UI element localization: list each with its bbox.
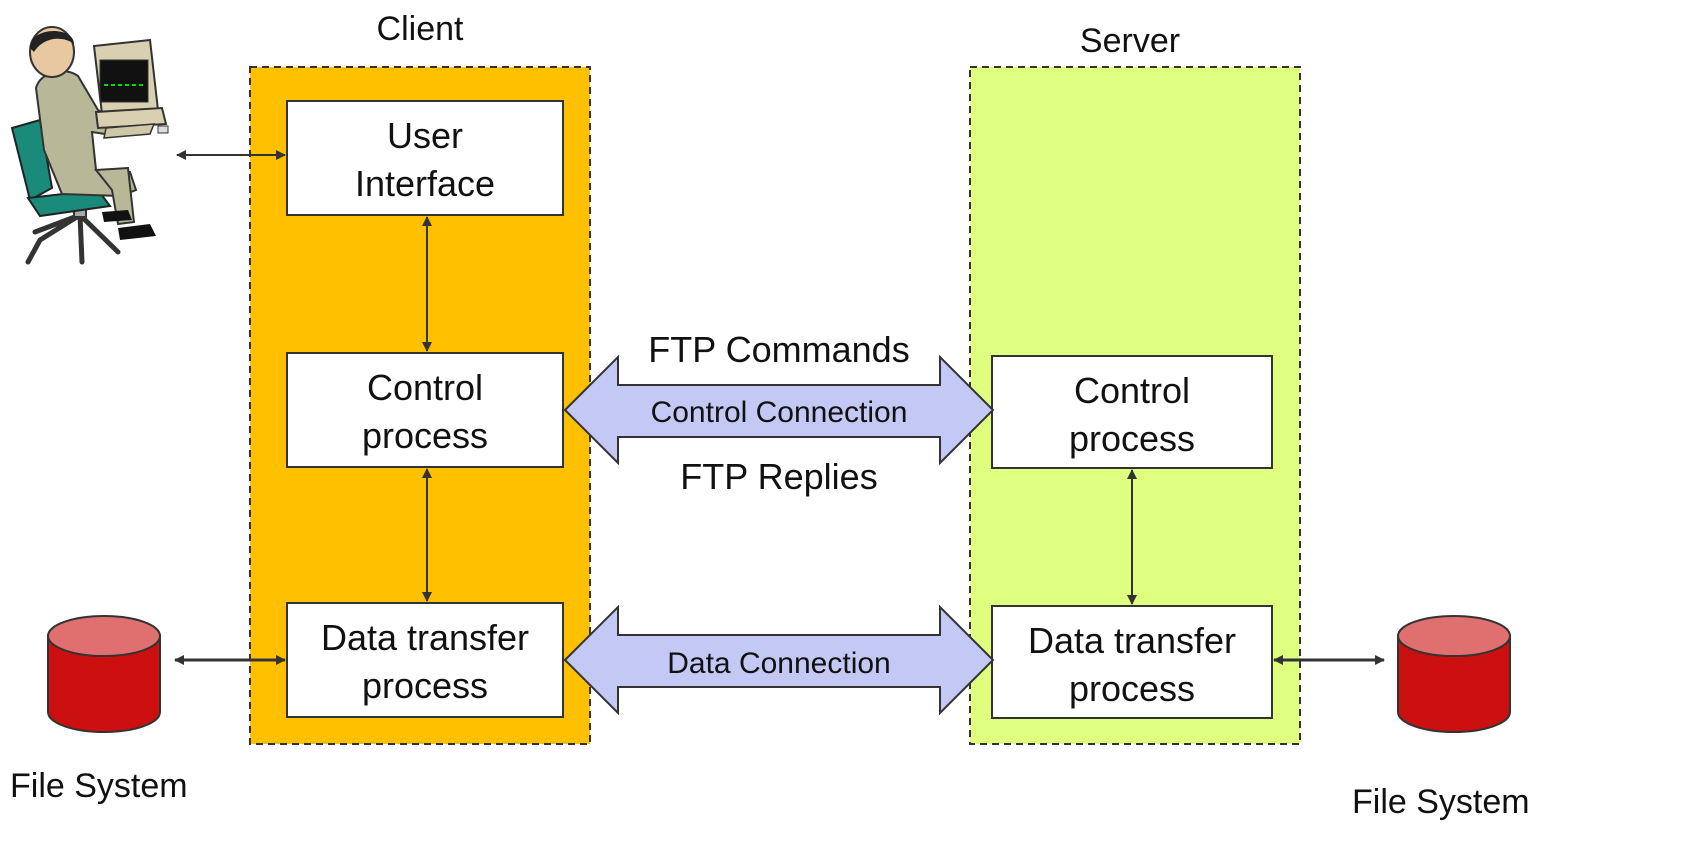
client-data-transfer-box <box>286 602 564 718</box>
client-user-interface-line1: User <box>387 115 463 156</box>
server-data-transfer-box <box>991 605 1273 719</box>
client-control-process-line1: Control <box>367 367 483 408</box>
ftp-commands-label: FTP Commands <box>648 329 909 370</box>
database-right-icon <box>1397 615 1511 733</box>
server-data-transfer-line1: Data transfer <box>1028 620 1236 661</box>
file-system-left-label: File System <box>10 767 188 805</box>
data-connection-arrow <box>563 604 995 716</box>
server-data-transfer-line2: process <box>1069 668 1195 709</box>
control-connection-label: Control Connection <box>651 396 908 429</box>
server-control-process-line2: process <box>1069 418 1195 459</box>
client-control-process-box <box>286 352 564 468</box>
ftp-replies-label: FTP Replies <box>680 456 877 497</box>
client-control-process-line2: process <box>362 415 488 456</box>
control-connection-arrow <box>563 354 995 466</box>
client-data-transfer-line1: Data transfer <box>321 617 529 658</box>
client-title: Client <box>377 10 464 48</box>
client-data-transfer-line2: process <box>362 665 488 706</box>
client-user-interface-box <box>286 100 564 216</box>
server-title: Server <box>1080 22 1180 60</box>
database-left-icon <box>47 615 161 733</box>
server-control-process-line1: Control <box>1074 370 1190 411</box>
client-user-interface-line2: Interface <box>355 163 495 204</box>
user-at-computer-icon <box>10 26 169 265</box>
data-connection-label: Data Connection <box>667 647 890 680</box>
file-system-right-label: File System <box>1352 783 1530 821</box>
